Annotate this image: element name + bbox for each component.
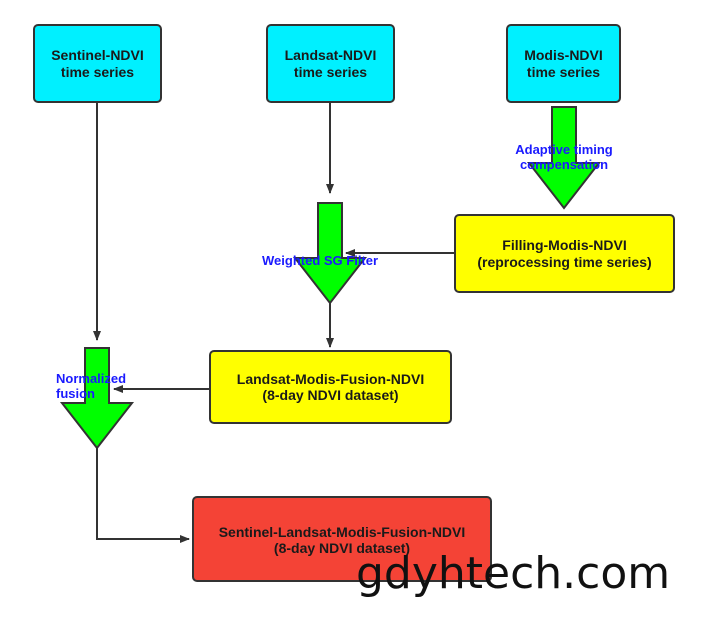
landsat-modis-fusion-title: Landsat-Modis-Fusion-NDVI: [236, 370, 425, 387]
weighted-sg-label-text: Weighted SG Filter: [262, 253, 379, 268]
watermark-text: gdyhtech.com: [356, 548, 671, 599]
connector-normalized-to-final: [96, 448, 190, 543]
adaptive-label-line1: Adaptive timing: [515, 142, 613, 157]
weighted-sg-filter-label: Weighted SG Filter: [262, 253, 379, 269]
normalized-process-arrow: [59, 347, 135, 450]
sentinel-landsat-modis-fusion-node: Sentinel-Landsat-Modis-Fusion-NDVI (8-da…: [192, 496, 492, 582]
modis-ndvi-node: Modis-NDVI time series: [506, 24, 621, 103]
normalized-label-line2: fusion: [56, 385, 95, 401]
landsat-modis-fusion-subtitle: (8-day NDVI dataset): [262, 387, 399, 403]
filling-modis-subtitle: (reprocessing time series): [477, 253, 652, 270]
normalized-label-line1: Normalized: [56, 371, 127, 386]
landsat-ndvi-node: Landsat-NDVI time series: [266, 24, 395, 103]
normalized-fusion-label: Normalized fusion: [56, 371, 127, 402]
final-fusion-title: Sentinel-Landsat-Modis-Fusion-NDVI: [218, 524, 466, 540]
sentinel-ndvi-title: Sentinel-NDVI: [51, 47, 144, 64]
landsat-modis-fusion-node: Landsat-Modis-Fusion-NDVI (8-day NDVI da…: [209, 350, 452, 424]
adaptive-process-arrow: [526, 106, 602, 210]
landsat-ndvi-title: Landsat-NDVI: [284, 47, 377, 64]
weighted-sg-process-arrow: [292, 202, 368, 305]
landsat-ndvi-subtitle: time series: [293, 63, 368, 80]
sentinel-ndvi-subtitle: time series: [60, 63, 135, 80]
sentinel-ndvi-node: Sentinel-NDVI time series: [33, 24, 162, 103]
adaptive-timing-label: Adaptive timing compensation: [505, 142, 623, 173]
filling-modis-title: Filling-Modis-NDVI: [502, 237, 627, 254]
modis-ndvi-title: Modis-NDVI: [524, 47, 603, 64]
final-fusion-subtitle: (8-day NDVI dataset): [273, 540, 411, 557]
adaptive-label-line2: compensation: [519, 156, 609, 172]
filling-modis-ndvi-node: Filling-Modis-NDVI (reprocessing time se…: [454, 214, 675, 293]
modis-ndvi-subtitle: time series: [526, 63, 601, 80]
